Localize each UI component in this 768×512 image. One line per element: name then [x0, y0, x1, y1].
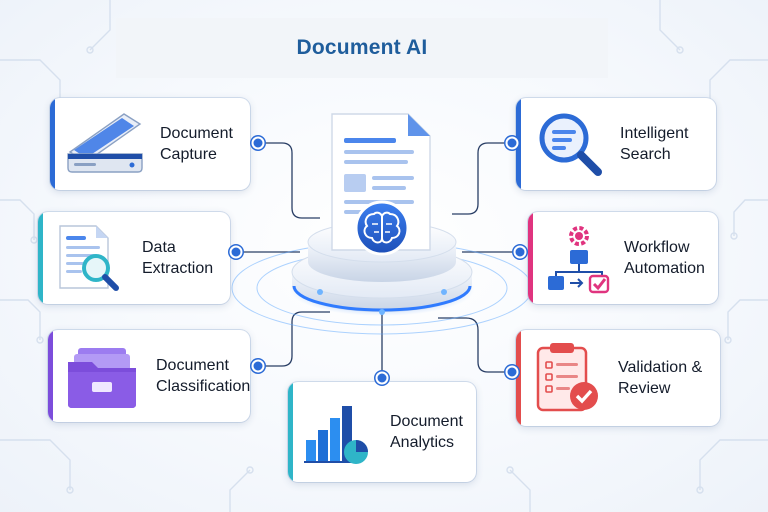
card-accent-bar: [288, 382, 293, 482]
page-title: Document AI: [296, 36, 428, 59]
document-magnifier-icon: [56, 222, 122, 294]
brain-chip-icon: [354, 200, 410, 256]
document-ai-hub: [290, 113, 474, 316]
clipboard-check-icon: [534, 340, 604, 416]
connector-dot: [229, 245, 243, 259]
card-accent-bar: [516, 98, 521, 190]
card-accent-bar: [50, 98, 55, 190]
connector-dot: [251, 359, 265, 373]
connector-dot: [251, 136, 265, 150]
card-accent-bar: [38, 212, 43, 304]
connector-dot: [513, 245, 527, 259]
card-label: Validation &Review: [618, 359, 703, 397]
connector-dot: [375, 371, 389, 385]
card-accent-bar: [516, 330, 521, 426]
title-banner: Document AI: [116, 18, 608, 78]
card-validation-review[interactable]: Validation &Review: [516, 330, 720, 426]
folder-icon: [64, 342, 140, 410]
scanner-icon: [64, 110, 146, 178]
search-icon: [534, 108, 606, 180]
connector-dot: [505, 365, 519, 379]
workflow-icon: [544, 222, 614, 296]
card-accent-bar: [48, 330, 53, 422]
connector-dot: [505, 136, 519, 150]
bar-chart-icon: [300, 396, 376, 468]
card-accent-bar: [528, 212, 533, 304]
